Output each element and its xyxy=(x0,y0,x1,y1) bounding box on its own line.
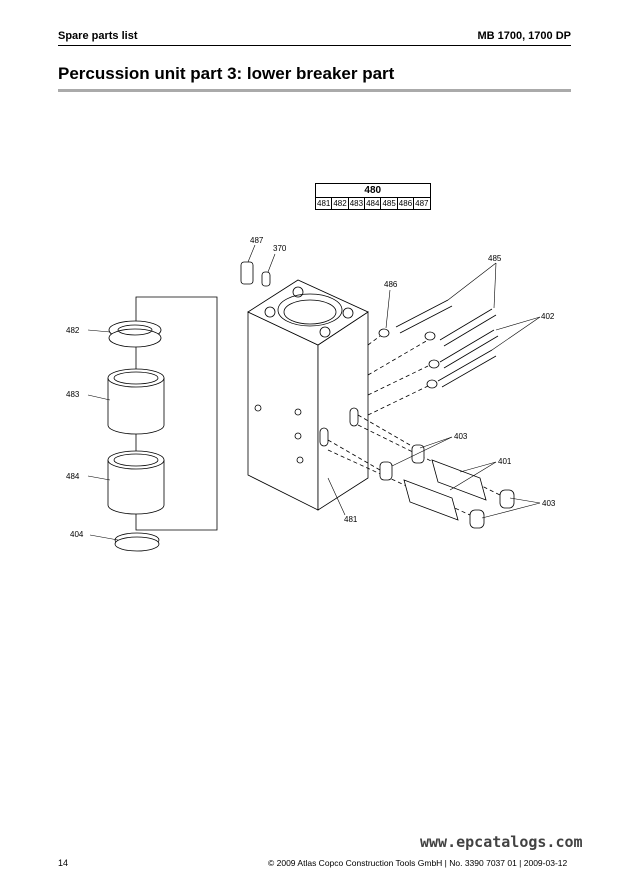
callout-481: 481 xyxy=(344,515,358,524)
callout-482: 482 xyxy=(66,326,80,335)
breaker-block-part xyxy=(247,279,369,511)
ring-part xyxy=(108,320,162,348)
callout-486: 486 xyxy=(384,280,398,289)
header-rule xyxy=(58,45,571,46)
callout-404: 404 xyxy=(70,530,84,539)
kit-table: 480 481 482 483 484 485 486 487 xyxy=(314,183,431,210)
stop-bars xyxy=(379,444,515,529)
callout-403-lower: 403 xyxy=(542,499,556,508)
header-right: MB 1700, 1700 DP xyxy=(477,30,571,42)
kit-child: 481 xyxy=(314,197,333,210)
tie-bolts xyxy=(378,299,499,389)
title-rule xyxy=(58,89,571,92)
pin-part xyxy=(261,271,271,287)
assembly-dash-lines xyxy=(327,335,501,516)
callout-485: 485 xyxy=(488,254,502,263)
callout-483: 483 xyxy=(66,390,80,399)
assembly-bracket-line xyxy=(135,296,218,531)
bushing-lower-part xyxy=(107,450,165,515)
bushing-upper-part xyxy=(107,368,165,435)
watermark: www.epcatalogs.com xyxy=(420,833,583,851)
callout-402: 402 xyxy=(541,312,555,321)
callout-484: 484 xyxy=(66,472,80,481)
callout-403-upper: 403 xyxy=(454,432,468,441)
footer-copyright: © 2009 Atlas Copco Construction Tools Gm… xyxy=(268,858,568,868)
plug-part xyxy=(240,261,254,285)
disc-part xyxy=(114,532,160,552)
page-number: 14 xyxy=(58,858,69,868)
leader-lines xyxy=(87,244,541,541)
page-title: Percussion unit part 3: lower breaker pa… xyxy=(58,64,395,83)
kit-child: 487 xyxy=(413,197,431,210)
header-left: Spare parts list xyxy=(58,30,138,42)
callout-401: 401 xyxy=(498,457,512,466)
callout-370: 370 xyxy=(273,244,287,253)
callout-487: 487 xyxy=(250,236,264,245)
